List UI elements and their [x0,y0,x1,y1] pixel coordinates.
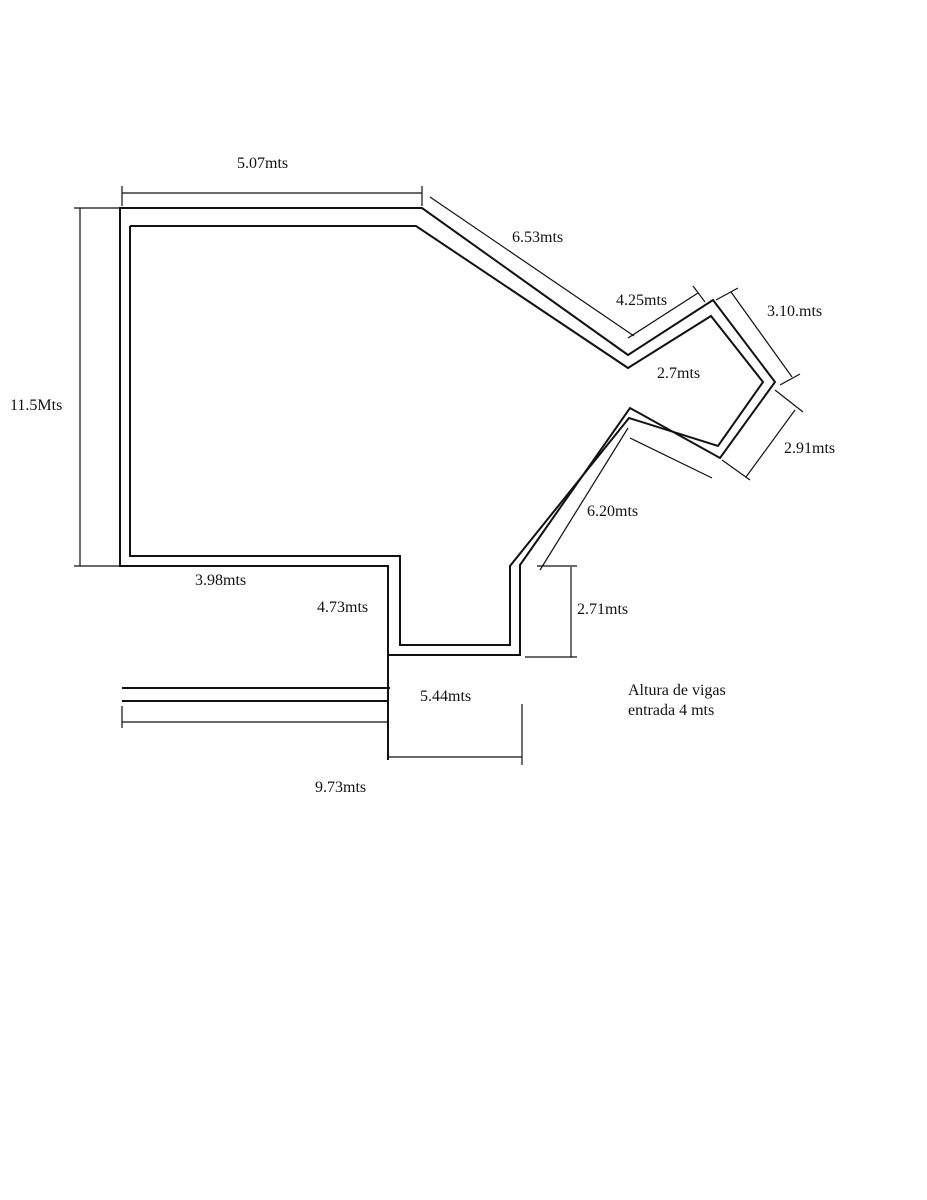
beam-height-note-line1: Altura de vigas [628,682,726,699]
dimension-label-bottom-left: 3.98mts [195,572,247,589]
dimension-entrance-width [388,704,523,765]
dimension-right-upper [715,287,801,386]
dimension-label-entrance-height: 2.71mts [577,601,629,618]
dimension-label-step-height: 4.73mts [317,599,369,616]
dimension-right-lower [721,389,804,481]
beam-height-note-line2: entrada 4 mts [628,702,715,719]
dimension-label-entrance-width: 5.44mts [420,688,472,705]
dimension-diagonal-lower [539,427,713,571]
beam-height-note: Altura de vigas entrada 4 mts [628,681,726,721]
dimension-label-left-height: 11.5Mts [10,397,63,414]
dimension-label-notch-opening: 2.7mts [657,365,701,382]
dimension-label-notch-upper: 4.25mts [616,292,668,309]
dimension-label-top: 5.07mts [237,155,289,172]
dimension-label-right-upper: 3.10.mts [767,303,823,320]
dimension-label-diagonal-upper: 6.53mts [512,229,564,246]
dimension-total-bottom [121,706,388,728]
dimension-top [121,186,423,206]
dimension-left [74,207,120,567]
dimension-entrance-height [525,565,577,658]
dimension-diagonal-upper [429,196,635,337]
dimension-label-total-bottom: 9.73mts [315,779,367,796]
dimension-notch-upper [627,285,706,339]
outer-wall [119,207,777,656]
dimension-label-right-lower: 2.91mts [784,440,836,457]
inner-wall [129,225,765,646]
dimension-label-diagonal-lower: 6.20mts [587,503,639,520]
